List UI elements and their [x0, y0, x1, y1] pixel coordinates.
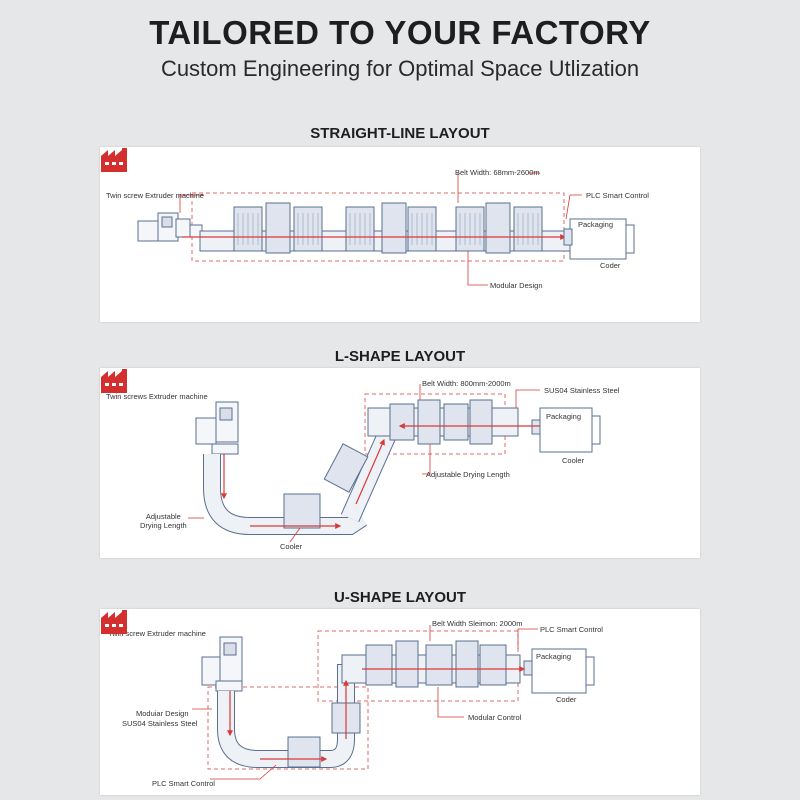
straight-layout-diagram	[137, 172, 635, 286]
stainless-steel-label: SUS04 Stainless Steel	[122, 719, 198, 728]
page-title: TAILORED TO YOUR FACTORY	[149, 14, 651, 51]
extruder-label: Twin screws Extruder machine	[106, 392, 208, 401]
packaging-machine	[523, 648, 595, 694]
stainless-steel-label: SUS04 Stainless Steel	[544, 386, 620, 395]
coder-label: Cooler	[562, 456, 585, 465]
coder-label: Coder	[600, 261, 621, 270]
u-shape-layout-title: U-SHAPE LAYOUT	[334, 589, 466, 606]
page-subtitle: Custom Engineering for Optimal Space Utl…	[160, 56, 640, 81]
l-shape-layout-title: L-SHAPE LAYOUT	[334, 348, 466, 365]
dryer-modules	[233, 202, 543, 254]
belt-width-label: Belt Width Sleimon: 2000m	[432, 619, 523, 628]
u-shape-layout-diagram	[192, 625, 595, 780]
extruder-label: Twin screw Extruder machine	[108, 629, 206, 638]
belt-width-label: Belt Width: 68mm-2600m	[455, 168, 540, 177]
drying-length-label: Adjustable Drying Length	[426, 470, 510, 479]
modular-control-label: Modular Control	[468, 713, 522, 722]
factory-icon	[101, 148, 127, 172]
coder-label: Coder	[556, 695, 577, 704]
straight-layout-title: STRAIGHT-LINE LAYOUT	[310, 125, 490, 142]
cooler-label: Cooler	[280, 542, 303, 551]
dryer-modules	[365, 640, 507, 688]
modular-design-label: Modular Design	[490, 281, 543, 290]
plc-label: PLC Smart Control	[586, 191, 649, 200]
adjustable-length-label: Adjustable Drying Length	[140, 512, 187, 530]
extruder-machine	[201, 636, 243, 692]
packaging-label: Packaging	[536, 652, 572, 661]
belt-width-label: Belt Width: 800mm-2000m	[422, 379, 511, 388]
straight-layout-panel: Twin screw Extruder machine Belt Width: …	[100, 147, 700, 322]
factory-icon	[101, 369, 127, 393]
extruder-machine	[195, 401, 239, 455]
extruder-machine	[137, 212, 203, 242]
packaging-label: Packaging	[546, 412, 582, 421]
l-shape-layout-diagram	[188, 384, 601, 543]
modular-design-label: Moduiar Design	[136, 709, 189, 718]
factory-icon	[101, 610, 127, 634]
plc-top-label: PLC Smart Control	[540, 625, 603, 634]
l-shape-layout-panel: Twin screws Extruder machine Belt Width:…	[100, 368, 700, 558]
extruder-label: Twin screw Extruder machine	[106, 191, 204, 200]
u-shape-layout-panel: Twin screw Extruder machine Belt Width S…	[100, 609, 700, 795]
cooler-module	[283, 493, 321, 529]
plc-bottom-label: PLC Smart Control	[152, 779, 215, 788]
packaging-machine	[563, 218, 635, 260]
packaging-label: Packaging	[578, 220, 614, 229]
packaging-machine	[531, 407, 601, 453]
dryer-modules	[389, 399, 493, 445]
